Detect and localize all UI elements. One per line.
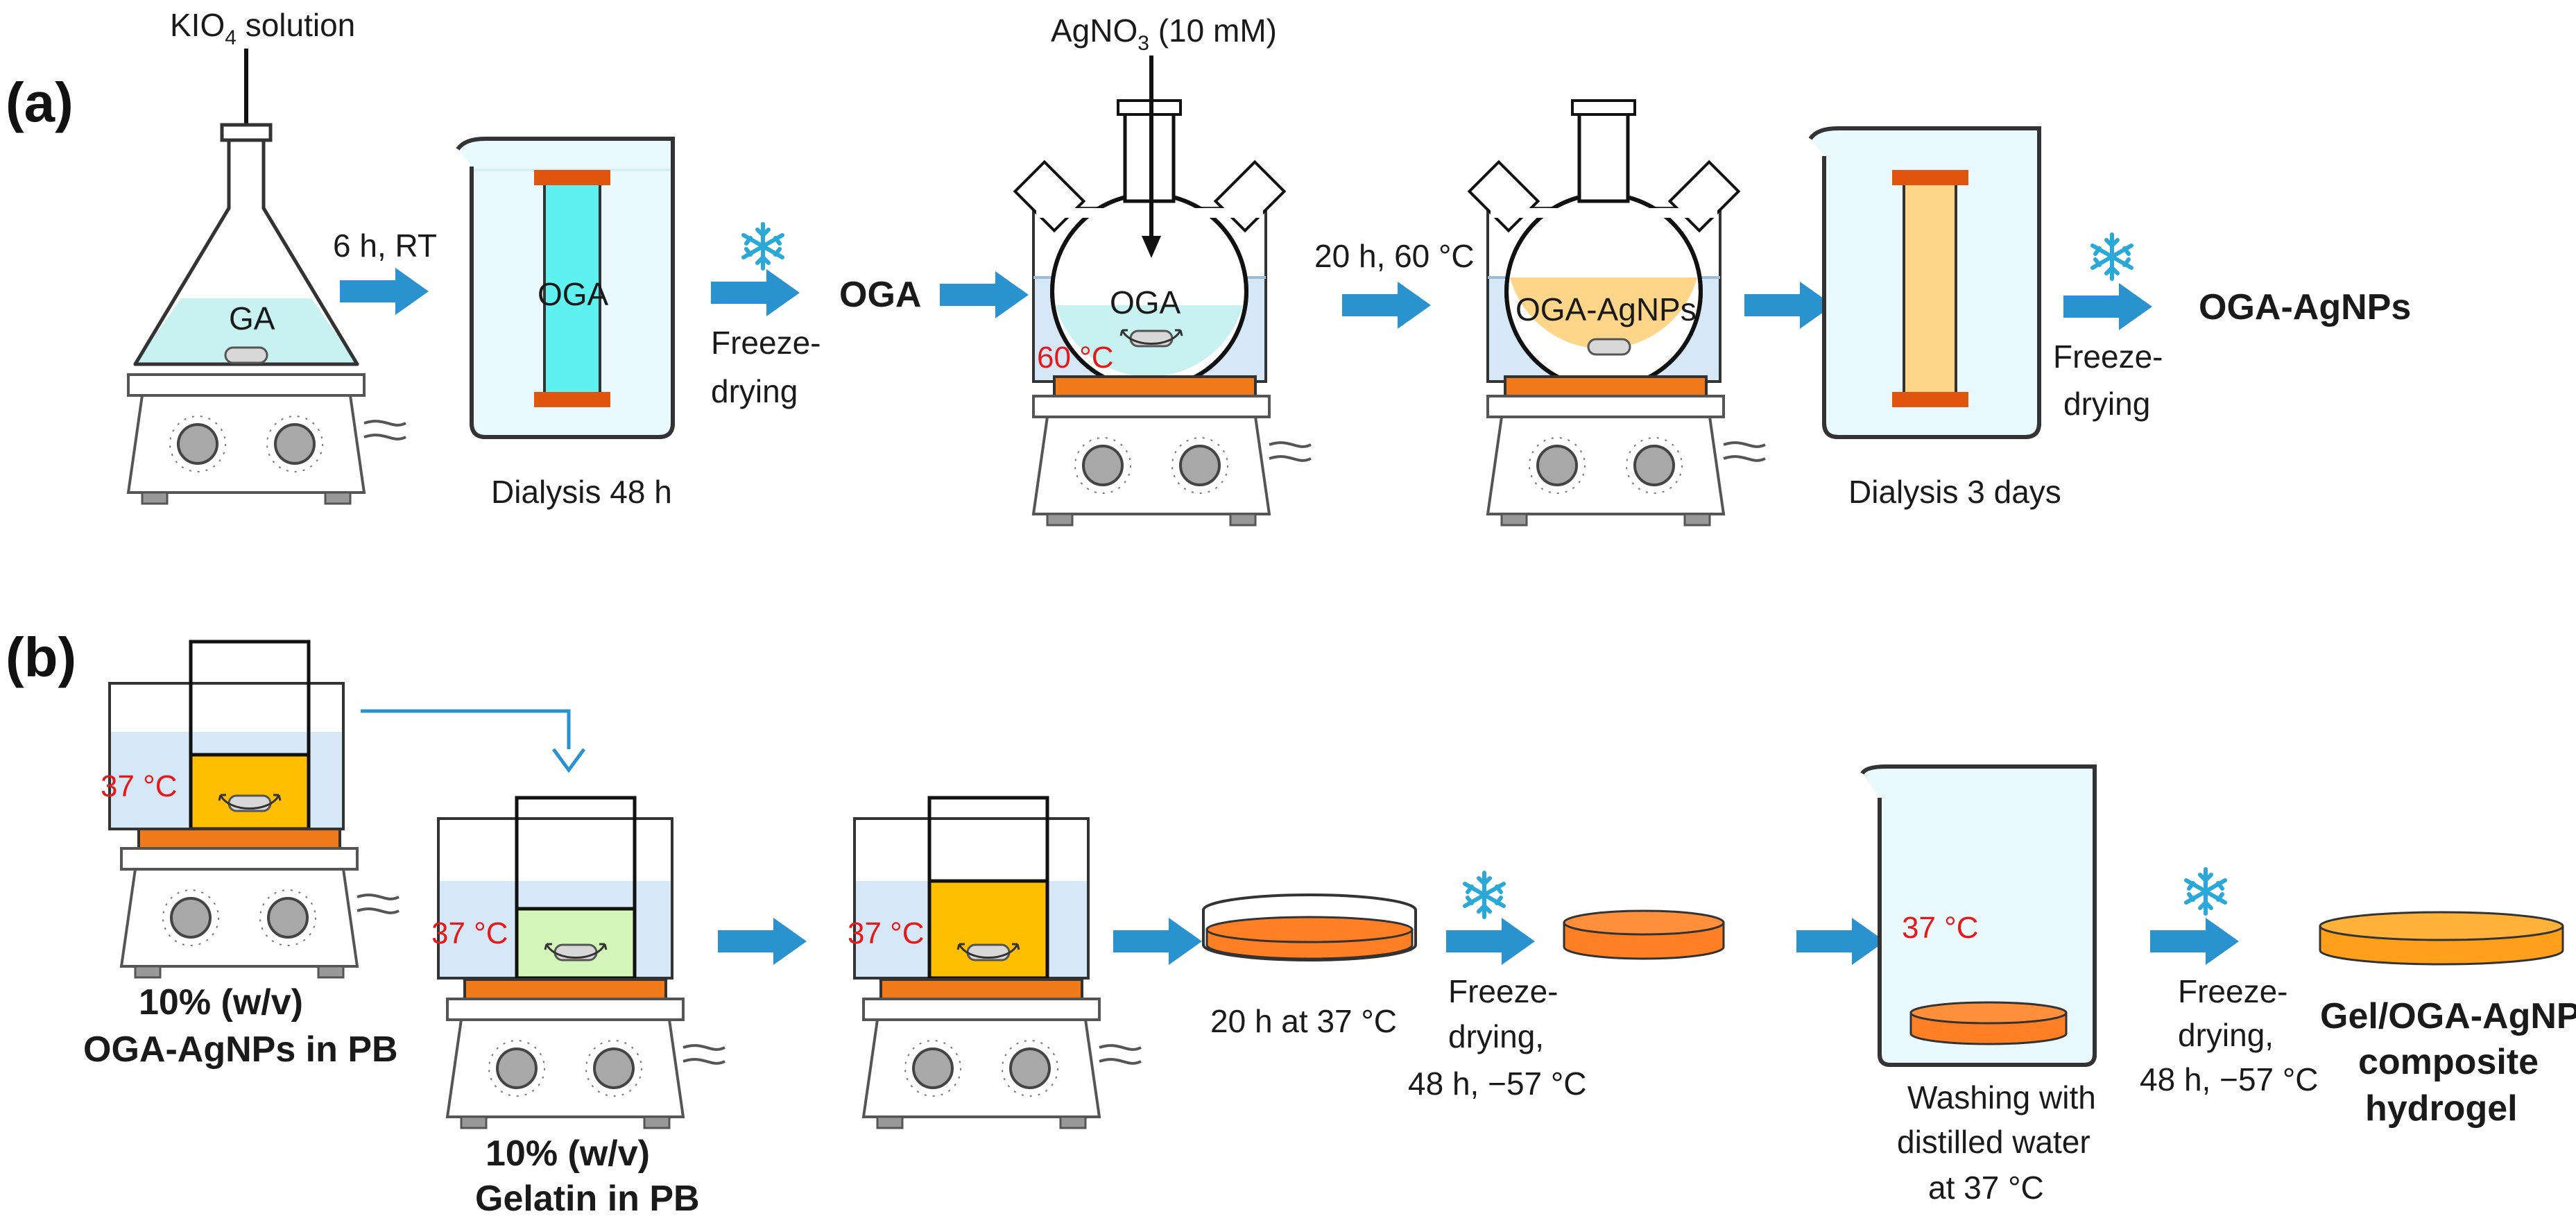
step-1-label: 6 h, RT <box>333 228 437 264</box>
product-b-line1: Gel/OGA-AgNPs <box>2320 996 2576 1036</box>
agno3-addition-arrowhead <box>1142 236 1161 258</box>
hot-plate-b1 <box>137 828 341 850</box>
dialysis-1-label: Dialysis 48 h <box>491 474 672 510</box>
dialysis-2-label: Dialysis 3 days <box>1848 474 2061 510</box>
bath-b3-temp: 37 °C <box>848 916 925 950</box>
product-b-line2: composite <box>2358 1042 2539 1082</box>
bath-b1-temp: 37 °C <box>101 769 178 803</box>
bath-b2-temp: 37 °C <box>431 916 508 950</box>
arrow-a3 <box>940 271 1029 318</box>
arrow-b5 <box>2150 918 2239 965</box>
flask-content-label: GA <box>229 300 275 336</box>
dialysis-beaker-2 <box>1808 126 2041 439</box>
hot-plate-a1 <box>1053 375 1257 397</box>
arrow-b2 <box>1113 918 1202 965</box>
arrow-b4 <box>1796 918 1885 965</box>
caption-b1-line2: OGA-AgNPs in PB <box>83 1029 398 1070</box>
tube-1-label: OGA <box>538 276 609 312</box>
caption-b1-line1: 10% (w/v) <box>139 982 303 1023</box>
dialysis-tube-oga-agnps <box>1903 172 1957 400</box>
tube-clip-top <box>1892 170 1968 185</box>
freeze-b1-line2: drying, <box>1448 1018 1544 1054</box>
freeze-b2-line1: Freeze- <box>2178 973 2287 1009</box>
final-hydrogel-disc <box>2319 911 2564 966</box>
tube-clip-top <box>534 170 610 185</box>
stirrer-2 <box>1032 395 1312 527</box>
product-oga-agnps: OGA-AgNPs <box>2199 287 2411 327</box>
tube-clip-bottom <box>1892 392 1968 407</box>
stirrer-3 <box>1486 395 1767 527</box>
stirrer-b3 <box>862 998 1142 1129</box>
arrow-b3 <box>1446 918 1535 965</box>
product-oga: OGA <box>839 275 921 315</box>
stirrer-1 <box>127 373 407 505</box>
arrow-a6 <box>2063 283 2152 330</box>
freeze-1-line1: Freeze- <box>711 325 821 361</box>
wash-line3: at 37 °C <box>1928 1170 2044 1206</box>
arrow-a1 <box>340 268 429 315</box>
stir-bar <box>1587 338 1631 356</box>
washing-beaker <box>1860 764 2097 1067</box>
freeze-b2-line3: 48 h, −57 °C <box>2140 1061 2319 1097</box>
water-bath-b1 <box>108 640 345 831</box>
erlenmeyer-flask <box>133 123 359 366</box>
product-b-line3: hydrogel <box>2365 1088 2518 1129</box>
arrow-a5 <box>1744 282 1833 329</box>
rbf-1-label: OGA <box>1110 284 1181 320</box>
snowflake-icon <box>2093 234 2131 279</box>
freeze-b2-line2: drying, <box>2178 1017 2274 1053</box>
wash-line2: distilled water <box>1897 1124 2090 1160</box>
stir-bar <box>224 346 268 364</box>
wash-temp: 37 °C <box>1902 911 1979 945</box>
hot-plate-b2 <box>463 978 667 1000</box>
step-2-label: 20 h, 60 °C <box>1314 238 1475 274</box>
arrow-b1 <box>718 918 807 965</box>
dish-caption: 20 h at 37 °C <box>1210 1003 1397 1039</box>
rbf-2-label: OGA-AgNPs <box>1515 291 1697 327</box>
stirrer-b1 <box>120 847 400 979</box>
agno3-label: AgNO3 (10 mM) <box>1051 12 1277 55</box>
bath-temp-a: 60 °C <box>1037 341 1114 375</box>
panel-b-label: (b) <box>6 626 76 688</box>
freeze-2-line2: drying <box>2063 386 2150 422</box>
arrow-a2 <box>711 269 800 316</box>
freeze-2-line1: Freeze- <box>2053 339 2163 375</box>
hot-plate-a2 <box>1504 375 1708 397</box>
kio4-label: KIO4 solution <box>170 7 355 49</box>
caption-b2-line1: 10% (w/v) <box>486 1134 650 1174</box>
water-bath-b2 <box>437 796 673 980</box>
transfer-arrow <box>361 709 571 749</box>
freeze-1-line2: drying <box>711 373 798 409</box>
snowflake-icon <box>1465 873 1504 917</box>
water-bath-2 <box>1467 99 1741 391</box>
wash-line1: Washing with <box>1907 1079 2096 1115</box>
snowflake-icon <box>2186 869 2225 914</box>
tube-clip-bottom <box>534 392 610 407</box>
panel-a-label: (a) <box>6 71 74 133</box>
petri-dish <box>1202 893 1417 961</box>
freeze-b1-line3: 48 h, −57 °C <box>1408 1066 1587 1102</box>
caption-b2-line2: Gelatin in PB <box>475 1179 700 1219</box>
snowflake-icon <box>744 224 782 268</box>
ga-solution <box>135 298 357 364</box>
arrow-a4 <box>1342 282 1431 329</box>
dialysis-beaker-1 <box>456 137 675 439</box>
dried-hydrogel-disc <box>1563 909 1725 960</box>
freeze-b1-line1: Freeze- <box>1448 973 1558 1009</box>
hot-plate-b3 <box>879 978 1083 1000</box>
transfer-arrowhead <box>551 748 586 773</box>
stirrer-b2 <box>446 998 726 1129</box>
